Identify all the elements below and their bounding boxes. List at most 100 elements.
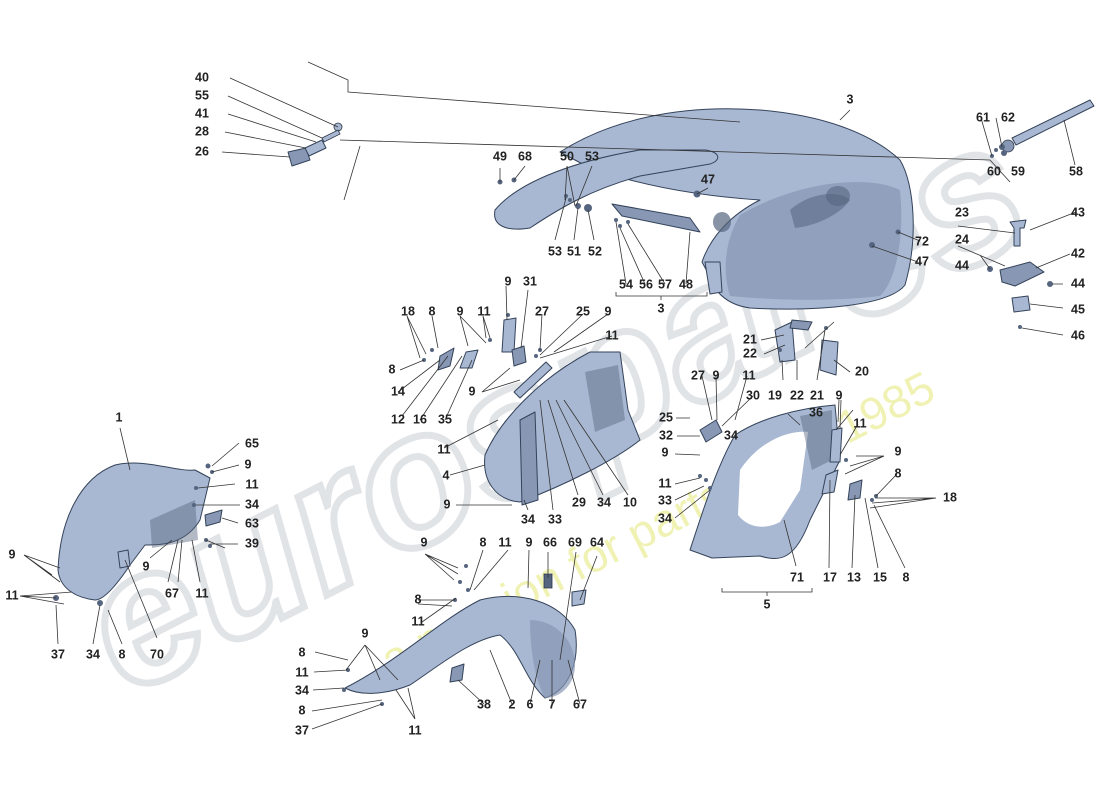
label-9-low: 9 <box>444 497 451 511</box>
label-67-left: 67 <box>165 586 179 600</box>
label-11-front-d: 11 <box>408 723 421 737</box>
label-62: 62 <box>1001 110 1015 124</box>
fastener-33 <box>698 474 702 478</box>
label-44-right: 44 <box>1071 276 1085 290</box>
label-9-arch-b: 9 <box>9 547 16 561</box>
label-2: 2 <box>509 697 516 711</box>
label-8-right-b: 8 <box>903 570 910 584</box>
label-9-front-c: 9 <box>362 626 369 640</box>
label-47-right: 47 <box>915 254 929 268</box>
label-45: 45 <box>1071 302 1085 316</box>
bracket-63 <box>204 509 223 527</box>
label-11-front-b: 11 <box>411 614 424 628</box>
fastener-61 <box>994 148 998 152</box>
label-68: 68 <box>518 149 532 163</box>
label-11-front-c: 11 <box>295 665 308 679</box>
label-group-5: 5 <box>764 597 771 611</box>
label-44-left: 44 <box>955 258 969 272</box>
fastener-50 <box>568 198 572 202</box>
inner-panel-grille <box>585 365 625 432</box>
grommet-26 <box>287 147 311 167</box>
label-51: 51 <box>567 244 581 258</box>
fastener-34-left <box>97 600 103 606</box>
bracket-13 <box>847 479 863 501</box>
label-1: 1 <box>116 410 123 424</box>
inner-panel-strip <box>519 411 539 506</box>
label-20: 20 <box>855 364 869 378</box>
label-69: 69 <box>568 535 582 549</box>
label-28: 28 <box>195 124 209 138</box>
label-8-front-d: 8 <box>299 703 306 717</box>
label-40: 40 <box>195 70 209 84</box>
bracket-group-5 <box>721 588 813 596</box>
label-57: 57 <box>658 277 672 291</box>
label-9-right-a: 9 <box>713 368 720 382</box>
label-8-right-a: 8 <box>895 466 902 480</box>
label-10: 10 <box>623 495 637 509</box>
fastener-46 <box>1018 325 1022 329</box>
label-42: 42 <box>1071 246 1085 260</box>
label-4: 4 <box>443 468 450 482</box>
reinforcement-bracket <box>611 203 701 233</box>
fastener-arch-9 <box>464 564 468 568</box>
label-37-front: 37 <box>295 723 309 737</box>
label-34-mid-b: 34 <box>597 495 611 509</box>
bracket-group-3 <box>615 292 708 300</box>
label-31: 31 <box>523 274 537 288</box>
rear-lower-tab <box>704 261 723 295</box>
fastener-59 <box>1001 150 1007 156</box>
label-8-arch: 8 <box>119 647 126 661</box>
fastener-44b <box>1047 281 1053 287</box>
right-inner-panel <box>689 404 863 559</box>
pin-41 <box>321 129 341 143</box>
label-56: 56 <box>639 277 653 291</box>
bracket-64 <box>571 589 587 607</box>
label-29: 29 <box>572 495 586 509</box>
label-9-right-d: 9 <box>895 444 902 458</box>
rear-body-opening <box>826 186 850 206</box>
fastener-53 <box>564 194 568 198</box>
label-61: 61 <box>976 110 990 124</box>
fastener-right-8 <box>870 498 874 502</box>
label-33-mid: 33 <box>548 512 562 526</box>
label-18-top: 18 <box>401 304 415 318</box>
label-25-right: 25 <box>659 410 673 424</box>
label-53-bottom: 53 <box>548 244 562 258</box>
label-8-left: 8 <box>389 362 396 376</box>
label-58: 58 <box>1069 164 1083 178</box>
fastener-52 <box>584 204 592 212</box>
bracket-21-clip <box>789 319 813 331</box>
label-11-front-a: 11 <box>498 535 511 549</box>
label-34-arch-a: 34 <box>245 497 259 511</box>
label-16: 16 <box>413 412 427 426</box>
fastener-11-r <box>704 478 708 482</box>
label-3: 3 <box>847 92 854 106</box>
fastener-arch-lower-34 <box>342 688 346 692</box>
bracket-38 <box>449 663 465 683</box>
wheel-arch-1-shade <box>150 500 198 548</box>
fastener-8-a <box>430 348 434 352</box>
label-21-left: 21 <box>743 332 757 346</box>
fastener-arch-8b <box>458 580 462 584</box>
fastener-57 <box>626 220 630 224</box>
label-9-right-c: 9 <box>836 388 843 402</box>
right-hardware <box>999 99 1095 313</box>
label-8-front-c: 8 <box>299 645 306 659</box>
label-36: 36 <box>809 405 823 419</box>
label-71: 71 <box>790 570 804 584</box>
wheel-arch-2-shade <box>530 620 575 698</box>
label-22-right: 22 <box>790 388 804 402</box>
label-7: 7 <box>549 697 556 711</box>
bracket-70 <box>117 549 131 569</box>
label-63: 63 <box>245 516 259 530</box>
label-60: 60 <box>987 164 1001 178</box>
fastener-22 <box>778 348 782 352</box>
label-group-3: 3 <box>658 301 665 315</box>
label-32: 32 <box>659 428 673 442</box>
label-21-right: 21 <box>810 388 824 402</box>
label-72: 72 <box>915 234 929 248</box>
label-50: 50 <box>560 149 574 163</box>
label-6: 6 <box>527 697 534 711</box>
label-43: 43 <box>1071 205 1085 219</box>
label-11-arch-c: 11 <box>195 586 208 600</box>
